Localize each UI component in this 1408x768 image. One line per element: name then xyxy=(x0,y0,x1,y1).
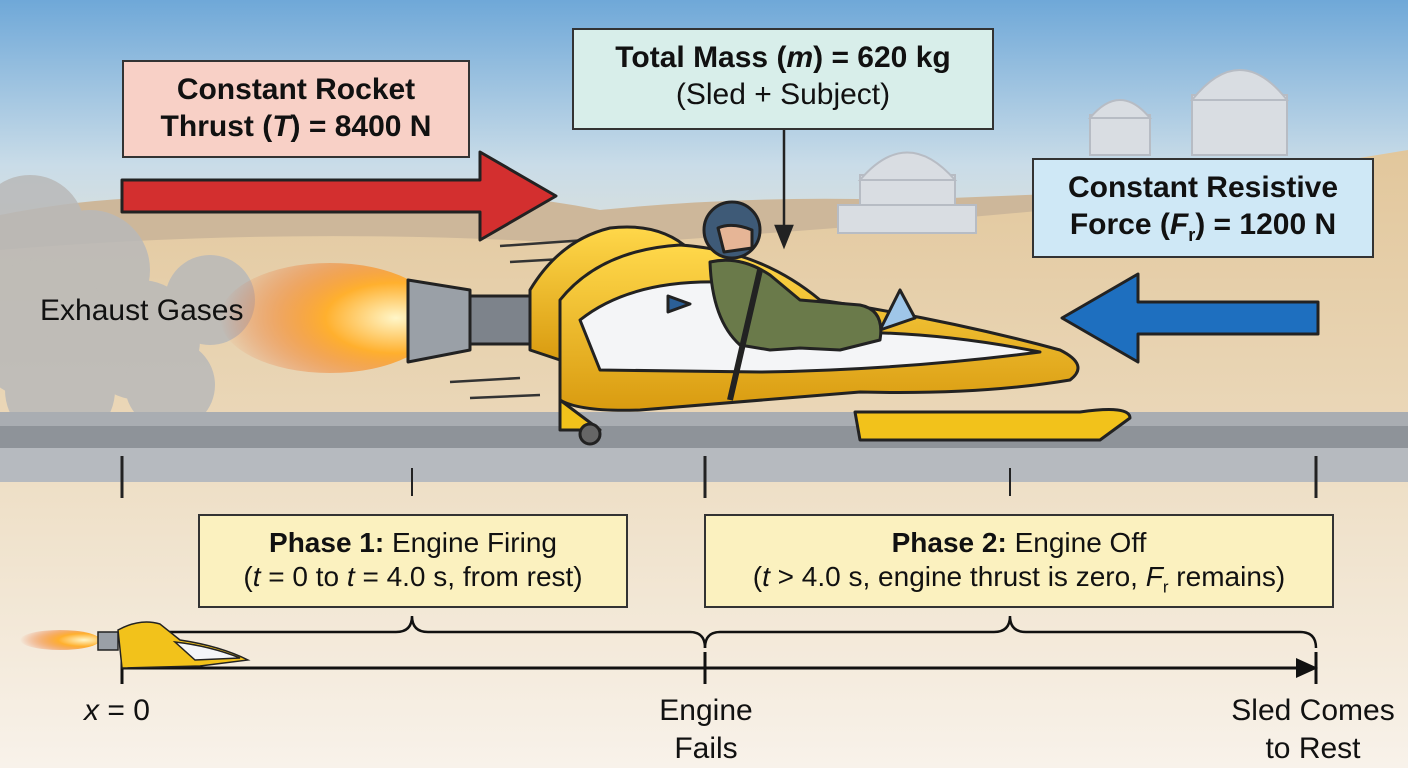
rocket-sled xyxy=(406,200,1132,446)
track-ticks xyxy=(120,456,1318,498)
resistive-force-arrow xyxy=(1060,272,1320,364)
phase2-brace xyxy=(703,615,1318,649)
exhaust-gases-label: Exhaust Gases xyxy=(40,294,244,327)
phase2-label-box: Phase 2: Engine Off (t > 4.0 s, engine t… xyxy=(704,514,1334,608)
axis-sled-rest-label: Sled Comes to Rest xyxy=(1231,694,1395,765)
track-rail-base xyxy=(0,426,1408,448)
timeline-arrowhead xyxy=(1296,658,1318,678)
axis-engine-fails-label: Engine Fails xyxy=(659,694,753,765)
thrust-line2: Thrust (T) = 8400 N xyxy=(160,109,432,143)
phase1-detail-line: (t = 0 to t = 4.0 s, from rest) xyxy=(243,561,583,593)
mass-line2: (Sled + Subject) xyxy=(675,77,891,111)
thrust-arrow xyxy=(120,150,558,242)
track-rail-top xyxy=(0,412,1408,426)
exhaust-flame xyxy=(220,263,440,373)
timeline xyxy=(20,615,1318,684)
resistive-line1: Constant Resistive xyxy=(1067,171,1339,204)
observatory-domes xyxy=(837,69,1290,234)
phase1-title-line: Phase 1: Engine Firing xyxy=(269,527,557,558)
resistive-line2: Force (Fr) = 1200 N xyxy=(1069,207,1337,245)
mass-label-box: Total Mass (m) = 620 kg (Sled + Subject) xyxy=(572,28,994,130)
phase1-label-box: Phase 1: Engine Firing (t = 0 to t = 4.0… xyxy=(198,514,628,608)
mini-rocket-sled xyxy=(20,621,251,669)
mass-pointer-arrow xyxy=(774,130,794,250)
thrust-line1: Constant Rocket xyxy=(176,73,416,106)
phase2-detail-line: (t > 4.0 s, engine thrust is zero, Fr re… xyxy=(752,561,1286,597)
resistive-force-label-box: Constant Resistive Force (Fr) = 1200 N xyxy=(1032,158,1374,258)
phase2-title-line: Phase 2: Engine Off xyxy=(891,527,1147,558)
mass-line1: Total Mass (m) = 620 kg xyxy=(615,41,951,74)
axis-start-label: x = 0 xyxy=(84,694,150,727)
thrust-label-box: Constant Rocket Thrust (T) = 8400 N xyxy=(122,60,470,158)
